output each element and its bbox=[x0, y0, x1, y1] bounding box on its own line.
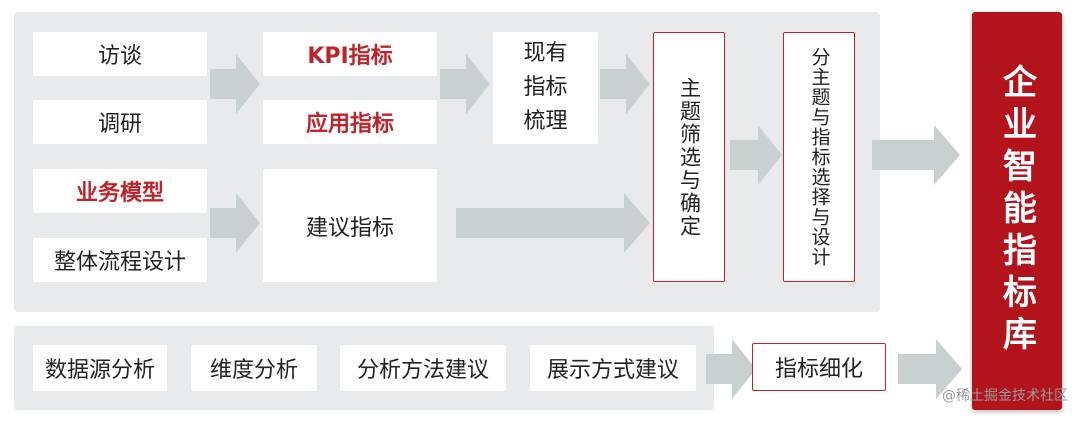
arrow-suggest-to-topic bbox=[456, 193, 650, 253]
source-interview: 访谈 bbox=[33, 32, 207, 76]
arrow-topic-to-subtopic bbox=[730, 125, 782, 185]
source-research: 调研 bbox=[33, 100, 207, 144]
arrow-subtopic-to-library bbox=[872, 125, 960, 185]
watermark: @稀土掘金技术社区 bbox=[942, 388, 1068, 404]
source-process-design: 整体流程设计 bbox=[33, 238, 207, 282]
topic-selection: 主题筛选与确定 bbox=[653, 32, 725, 282]
display-method-suggestion: 展示方式建议 bbox=[530, 345, 696, 391]
subtopic-design-label: 分主题与指标选择与设计 bbox=[808, 47, 831, 267]
analysis-method-suggestion: 分析方法建议 bbox=[340, 345, 506, 391]
arrow-sources-to-indicators-top bbox=[210, 54, 260, 114]
dimension-analysis: 维度分析 bbox=[191, 345, 317, 391]
indicator-refinement: 指标细化 bbox=[752, 343, 886, 391]
indicator-kpi: KPI指标 bbox=[263, 32, 437, 76]
arrow-refine-to-library bbox=[898, 339, 962, 399]
arrow-bottom-to-refine bbox=[706, 339, 756, 399]
topic-selection-label: 主题筛选与确定 bbox=[677, 76, 702, 238]
indicator-suggested: 建议指标 bbox=[263, 169, 437, 282]
enterprise-indicator-library: 企业智能指标库 bbox=[972, 12, 1062, 410]
data-source-analysis: 数据源分析 bbox=[33, 345, 167, 391]
enterprise-indicator-library-label: 企业智能指标库 bbox=[996, 64, 1037, 358]
subtopic-design: 分主题与指标选择与设计 bbox=[783, 32, 855, 282]
existing-indicator-review: 现有 指标 梳理 bbox=[493, 32, 598, 144]
source-business-model: 业务模型 bbox=[33, 169, 207, 213]
indicator-application: 应用指标 bbox=[263, 100, 437, 144]
arrow-sources-to-indicators-bottom bbox=[210, 193, 260, 253]
arrow-indicators-to-existing bbox=[440, 54, 490, 114]
arrow-existing-to-topic bbox=[600, 54, 650, 114]
